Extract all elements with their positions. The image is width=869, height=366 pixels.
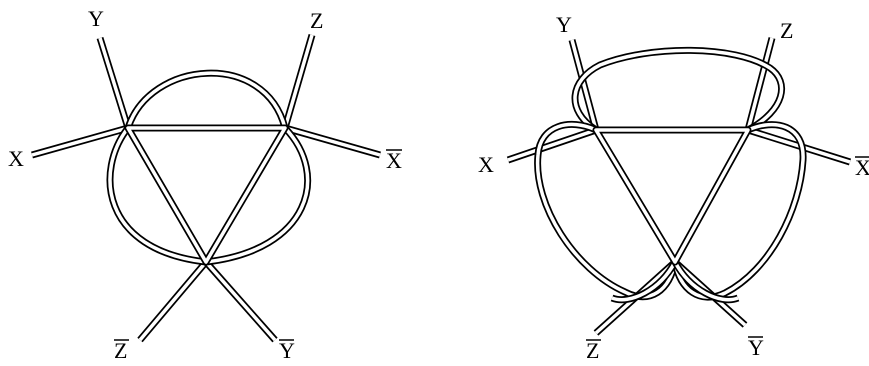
right-labels: X Y Z X Z Y xyxy=(478,12,869,363)
right-label-z: Z xyxy=(780,18,793,43)
left-legs xyxy=(31,34,381,343)
right-loops xyxy=(534,46,807,304)
right-label-zbar: Z xyxy=(586,338,599,361)
right-leg-x xyxy=(506,126,598,164)
right-label-x: X xyxy=(478,152,494,177)
left-label-x: X xyxy=(8,146,24,171)
left-labels: X Y Z X Z Y xyxy=(8,6,402,363)
right-label-xbar: X xyxy=(855,155,869,180)
left-leg-xbar xyxy=(284,124,381,159)
left-leg-y xyxy=(96,36,132,130)
left-triangle xyxy=(124,124,289,266)
left-leg-z xyxy=(281,34,316,129)
left-figure: X Y Z X Z Y xyxy=(8,6,402,363)
left-loops xyxy=(106,69,312,266)
right-label-y: Y xyxy=(556,12,572,37)
left-label-y: Y xyxy=(88,6,104,31)
right-label-ybar: Y xyxy=(748,335,764,360)
left-leg-ybar xyxy=(203,259,278,343)
left-label-z: Z xyxy=(310,8,323,33)
left-label-zbar: Z xyxy=(114,338,127,361)
left-leg-x xyxy=(31,124,129,159)
right-figure: X Y Z X Z Y xyxy=(478,12,869,363)
left-label-ybar: Y xyxy=(279,338,295,361)
left-label-xbar: X xyxy=(386,148,402,173)
right-triangle xyxy=(592,126,752,266)
right-leg-z xyxy=(744,37,776,131)
right-leg-y xyxy=(568,39,600,131)
left-leg-zbar xyxy=(137,259,209,343)
